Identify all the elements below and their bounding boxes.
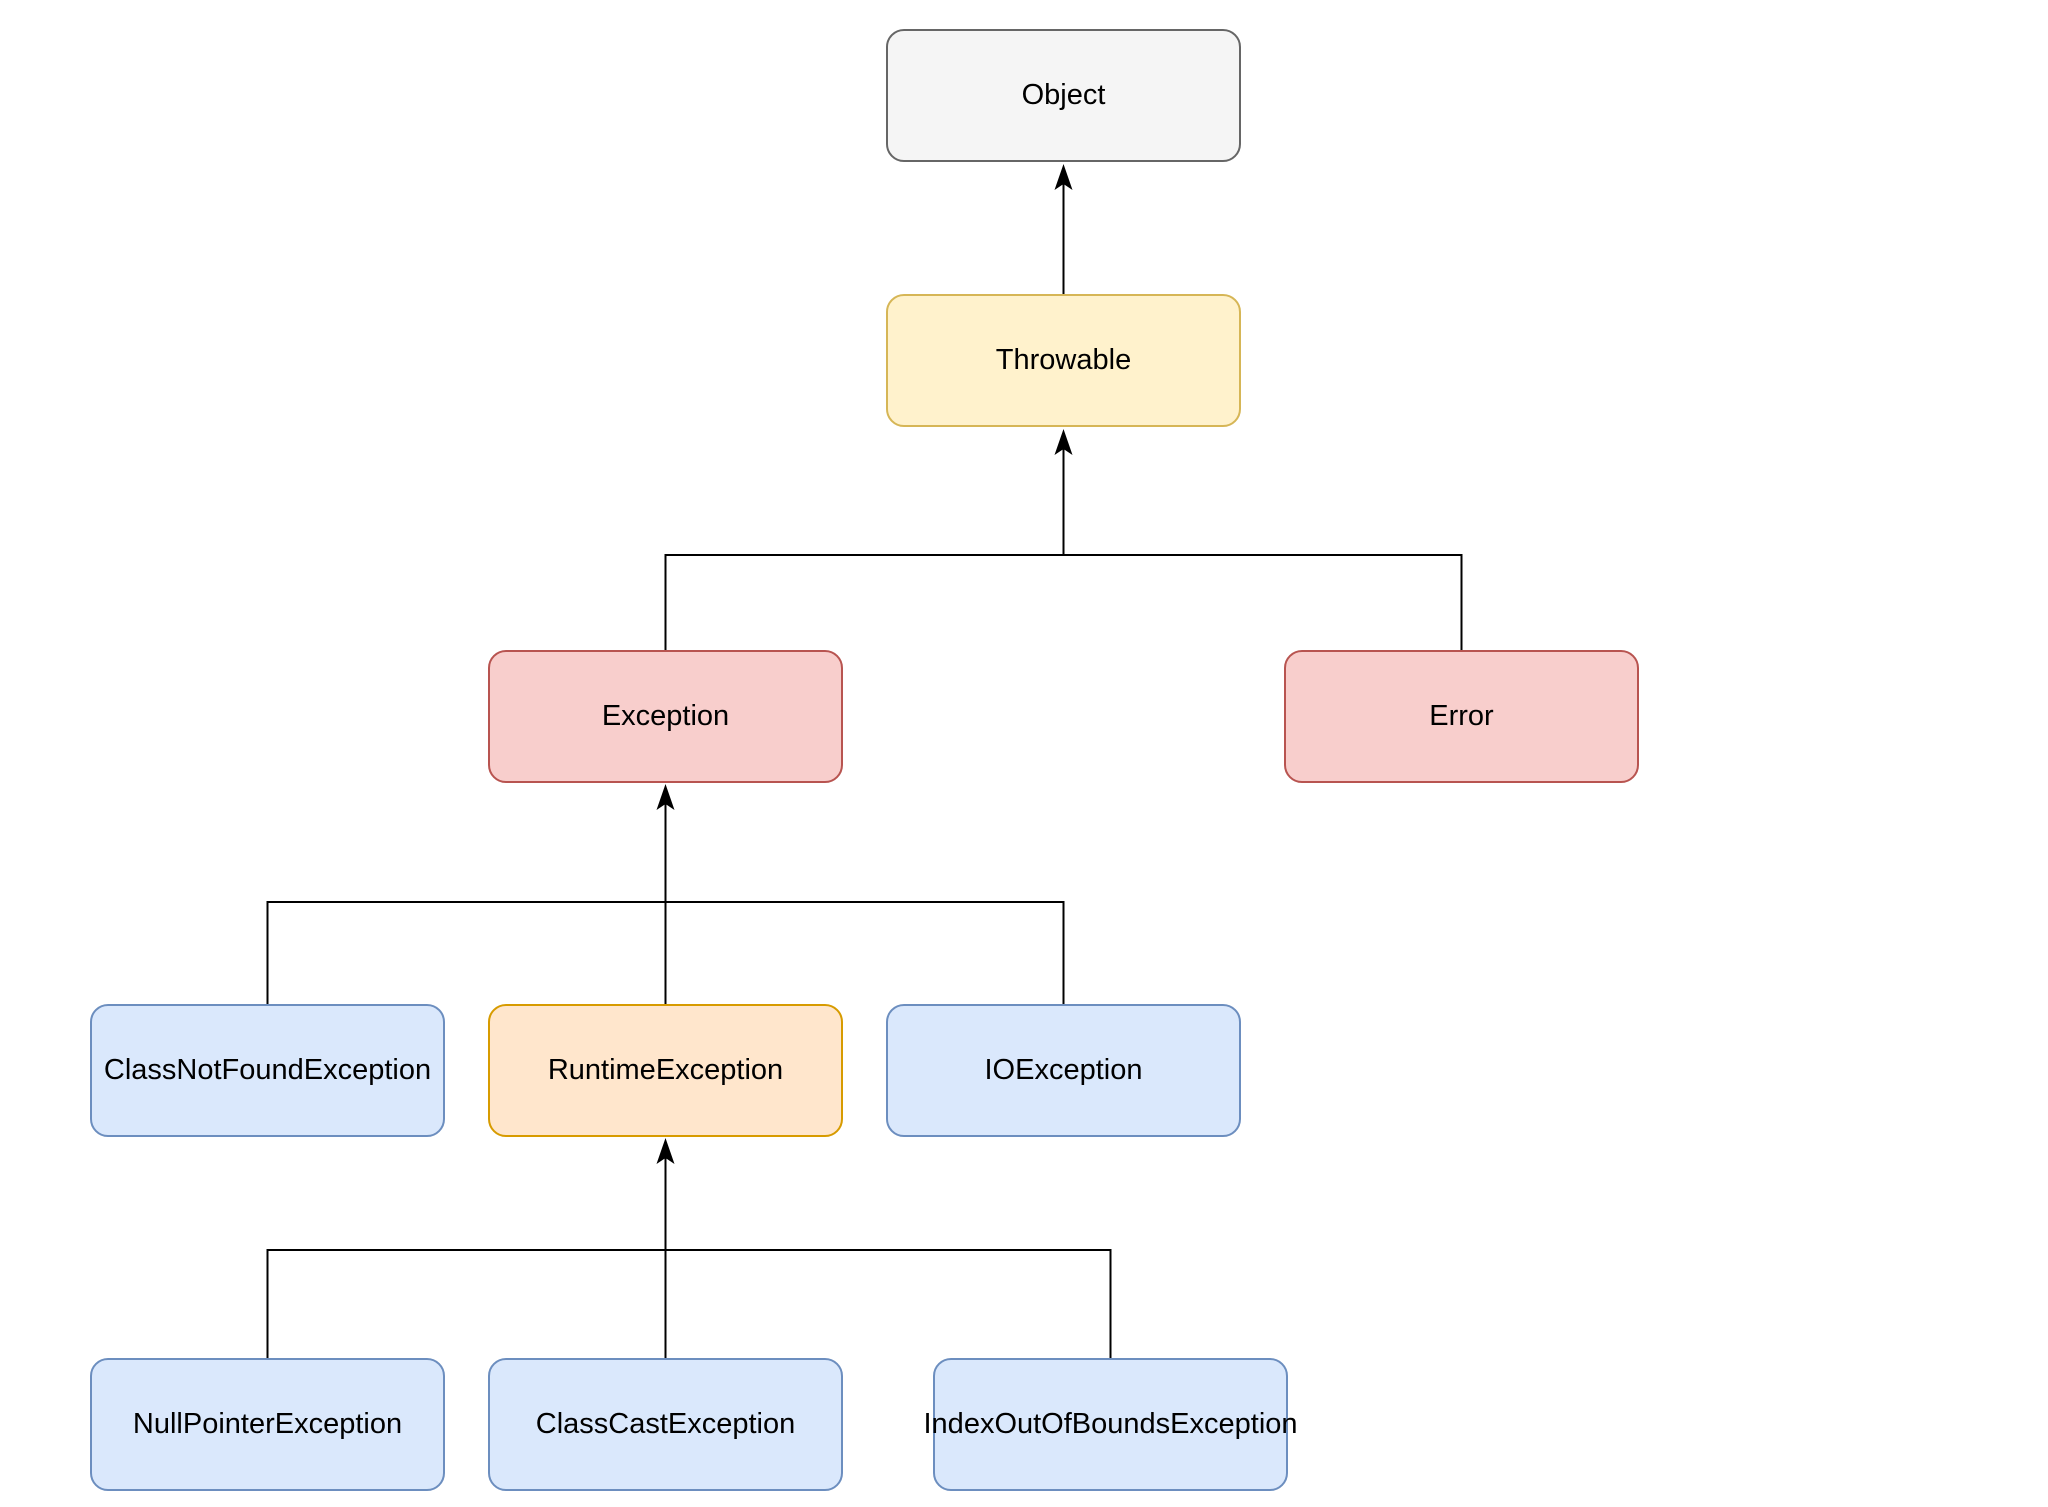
node-index-out-of-bounds-exception: IndexOutOfBoundsException (924, 1358, 1298, 1491)
node-throwable-label: Throwable (995, 344, 1132, 377)
node-index-out-of-bounds-exception-label: IndexOutOfBoundsException (923, 1408, 1298, 1441)
node-class-cast-exception-label: ClassCastException (535, 1408, 796, 1441)
node-exception-label: Exception (601, 700, 730, 733)
node-io-exception: IOException (886, 1004, 1241, 1137)
node-runtime-exception: RuntimeException (488, 1004, 843, 1137)
node-object-label: Object (1021, 79, 1106, 112)
edge-children-to-runtime-exception (266, 1138, 1112, 1358)
edge-exception-error-to-throwable (664, 429, 1463, 650)
node-error-label: Error (1429, 700, 1494, 733)
node-exception: Exception (488, 650, 843, 783)
node-null-pointer-exception-label: NullPointerException (132, 1408, 403, 1441)
edge-throwable-to-object (1054, 164, 1073, 294)
edge-children-to-exception (266, 784, 1065, 1004)
node-class-not-found-exception-label: ClassNotFoundException (103, 1054, 432, 1087)
node-io-exception-label: IOException (984, 1054, 1143, 1087)
node-throwable: Throwable (886, 294, 1241, 427)
node-object: Object (886, 29, 1241, 162)
node-null-pointer-exception: NullPointerException (90, 1358, 445, 1491)
node-error: Error (1284, 650, 1639, 783)
node-class-cast-exception: ClassCastException (488, 1358, 843, 1491)
node-runtime-exception-label: RuntimeException (547, 1054, 784, 1087)
node-class-not-found-exception: ClassNotFoundException (90, 1004, 445, 1137)
